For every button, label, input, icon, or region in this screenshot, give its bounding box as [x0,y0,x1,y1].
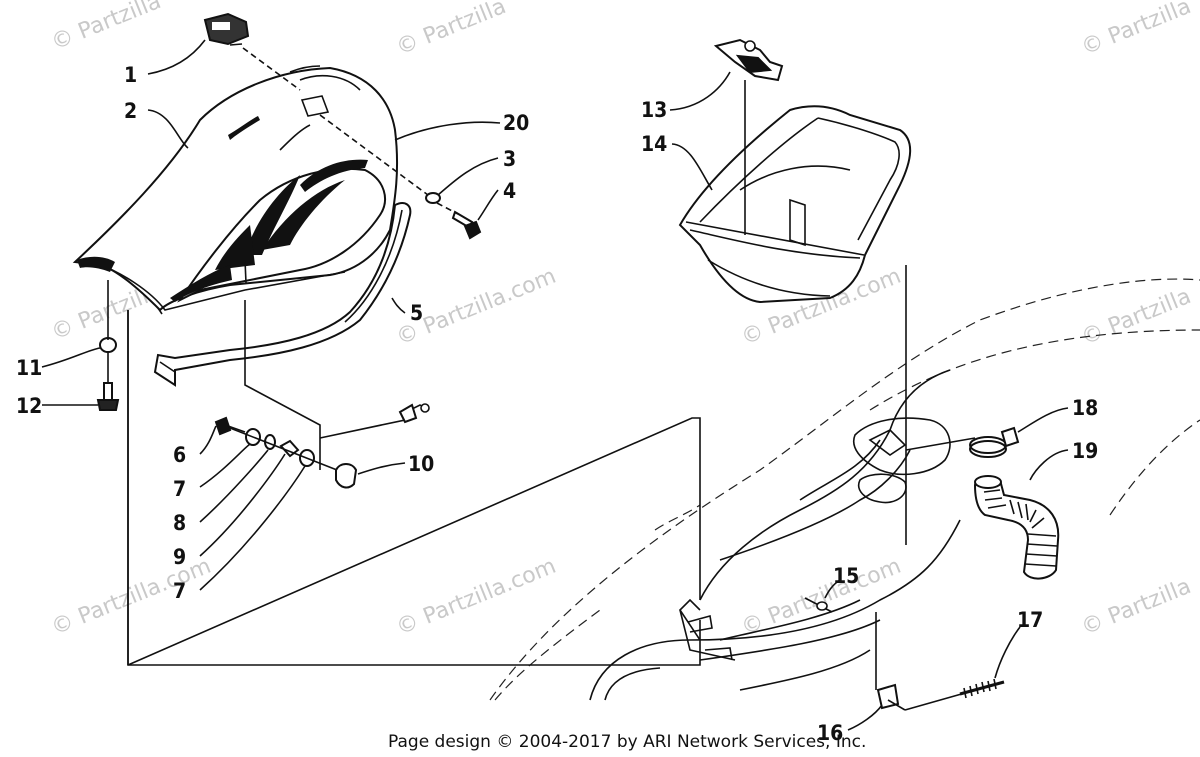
callout-4: 4 [503,179,516,203]
callout-15: 15 [833,564,859,588]
part-1-latch [203,12,250,46]
assembly-lines [107,47,976,690]
callout-19: 19 [1072,439,1098,463]
footer-copyright: Page design © 2004-2017 by ARI Network S… [388,732,866,752]
part-10-cap [335,463,358,489]
part-13-latch [713,38,784,82]
callout-6: 6 [173,443,186,467]
part-12-bolt [96,382,120,411]
callout-10: 10 [408,452,434,476]
callout-20: 20 [503,111,529,135]
callout-13: 13 [641,98,667,122]
watermark: © Partzilla [48,0,165,56]
callout-16: 16 [817,721,843,745]
callout-7a: 7 [173,477,186,501]
part-14-storage-bin [678,105,912,304]
watermark: © Partzilla [1078,574,1195,641]
watermark: © Partzilla.com [48,554,215,641]
part-18-clamp [969,426,1020,458]
watermark: © Partzilla.com [393,554,560,641]
watermark: © Partzilla [1078,0,1195,61]
callout-9: 9 [173,545,186,569]
part-11-nut [99,337,117,353]
part-2-side-cover [72,65,399,315]
callout-8: 8 [173,511,186,535]
watermark: © Partzilla [1078,284,1195,351]
hood-body-outline [489,278,1200,701]
part-15-fastener [804,597,833,613]
callout-17: 17 [1017,608,1043,632]
part-4-screw [451,210,482,240]
callout-3: 3 [503,147,516,171]
callout-14: 14 [641,132,667,156]
watermark: © Partzilla.com [738,554,905,641]
part-19-hose [973,475,1060,580]
part-17-pin [904,678,1005,711]
watermarks: © Partzilla © Partzilla © Partzilla © Pa… [48,0,1195,641]
callout-1: 1 [124,63,137,87]
part-3-washer [425,192,441,204]
callout-labels: 1 2 20 3 4 5 6 7 8 9 7 10 11 12 13 14 15… [16,63,1098,745]
callout-18: 18 [1072,396,1098,420]
callout-5: 5 [410,301,423,325]
part-6-screw [214,416,246,436]
part-16-bracket [876,683,906,711]
watermark: © Partzilla [393,0,510,61]
callout-leaders [41,39,1069,731]
callout-2: 2 [124,99,137,123]
callout-12: 12 [16,394,42,418]
cable [319,403,430,439]
callout-11: 11 [16,356,42,380]
callout-7b: 7 [173,579,186,603]
part-5-seal-strip [153,202,412,387]
